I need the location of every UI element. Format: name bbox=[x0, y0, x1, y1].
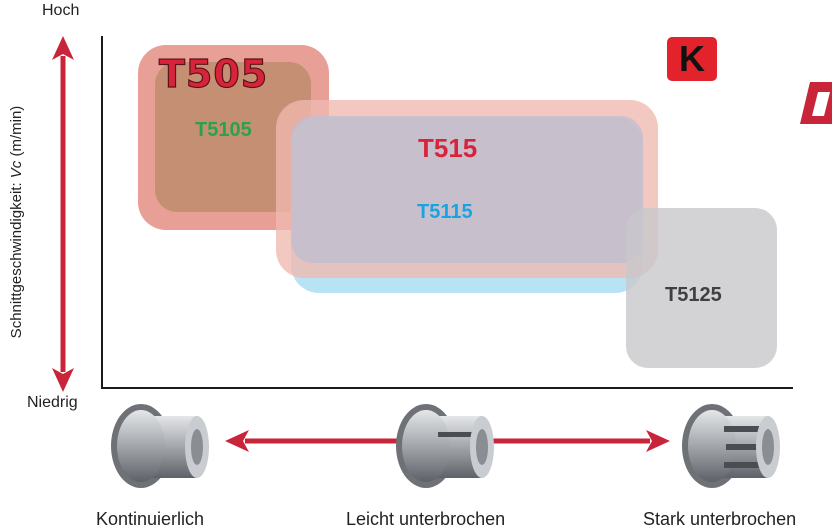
x-axis-line bbox=[101, 387, 793, 389]
k-material-badge: K bbox=[667, 37, 717, 81]
t5125-label: T5125 bbox=[665, 284, 722, 306]
t505-label: T505 bbox=[158, 51, 269, 96]
x-label-heavy-interrupted: Stark unterbrochen bbox=[643, 509, 797, 529]
continuous-cylinder-icon bbox=[111, 404, 209, 488]
t515-inner-area bbox=[291, 116, 643, 263]
vertical-double-arrow bbox=[52, 36, 74, 392]
x-label-continuous: Kontinuierlich bbox=[96, 509, 205, 529]
y-axis-title-unit: (m/min) bbox=[8, 105, 25, 161]
t5115-label: T5115 bbox=[417, 201, 473, 223]
t5105-label: T5105 bbox=[195, 119, 252, 141]
y-axis-low-label: Niedrig bbox=[27, 394, 78, 411]
y-axis-line bbox=[101, 36, 103, 389]
y-axis-high-label: Hoch bbox=[42, 2, 80, 19]
t515-label: T515 bbox=[418, 133, 478, 163]
x-label-light-interrupted: Leicht unterbrochen bbox=[346, 509, 506, 529]
heavy-interrupted-cylinder-icon bbox=[682, 404, 780, 488]
t5125-area bbox=[626, 208, 777, 368]
y-axis-title-var: Vc bbox=[8, 160, 25, 179]
light-interrupted-cylinder-icon bbox=[396, 404, 494, 488]
k-badge-letter: K bbox=[679, 38, 705, 79]
brand-logo-icon bbox=[800, 82, 832, 124]
y-axis-title-prefix: Schnittgeschwindigkeit: bbox=[8, 178, 25, 339]
